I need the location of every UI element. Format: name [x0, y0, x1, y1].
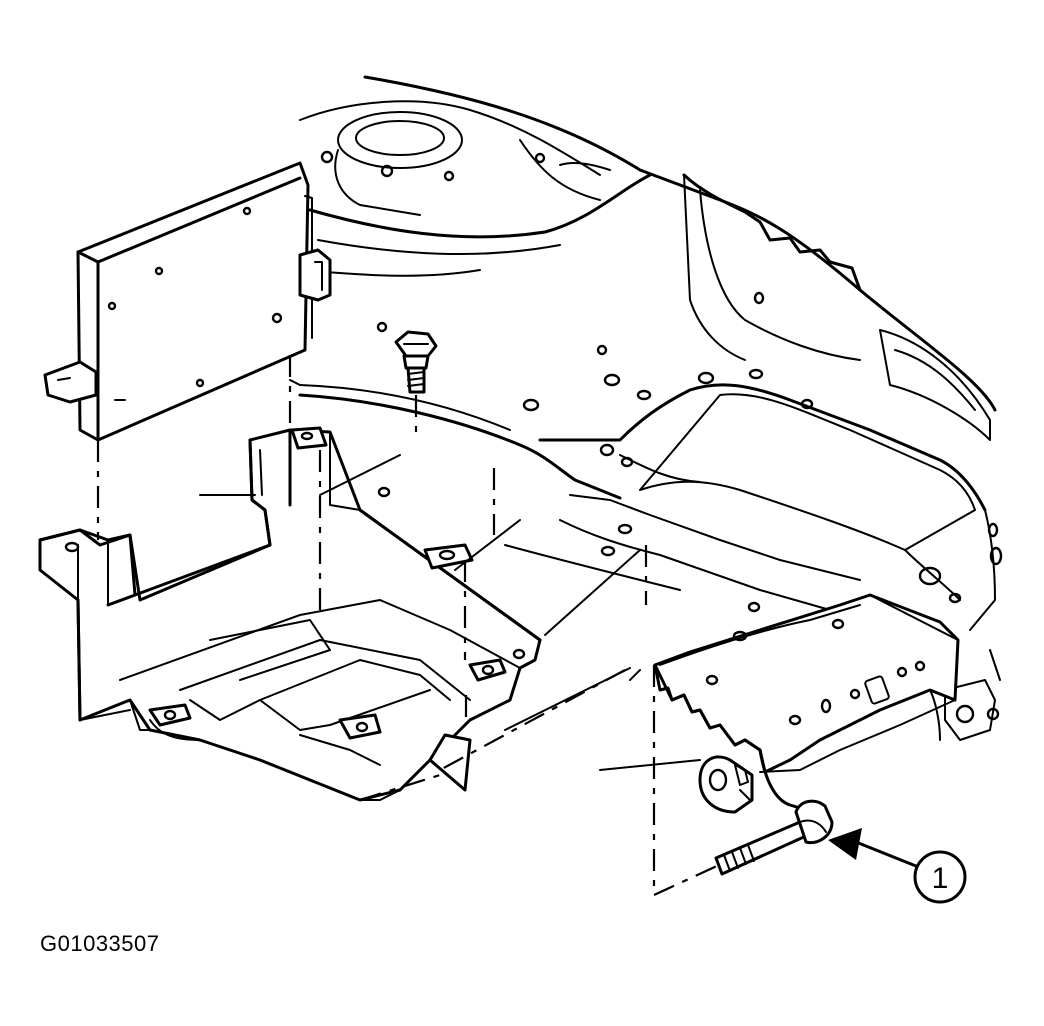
frame-rail [653, 593, 960, 814]
figure-id-label: G01033507 [40, 931, 160, 956]
mounting-tray [38, 426, 542, 802]
callout-1: 1 [828, 828, 967, 904]
frame-bolt [714, 799, 834, 876]
callout-number: 1 [932, 862, 949, 895]
module-bolt [394, 330, 438, 394]
control-module [43, 161, 332, 442]
assembly-lines [96, 355, 731, 896]
vehicle-body-structure [298, 75, 1003, 741]
